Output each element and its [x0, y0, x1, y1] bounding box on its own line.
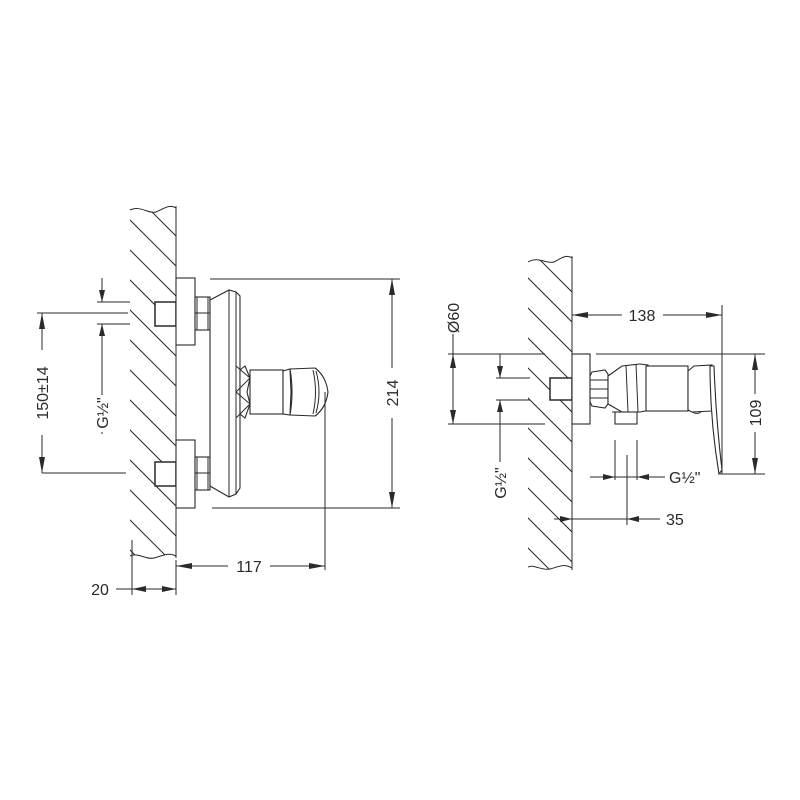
mixer-body-side [607, 363, 715, 425]
front-view: 214 150±14 G½" [35, 205, 402, 599]
dimension-wall-offset: 20 [91, 540, 177, 599]
inlet-pipe-upper [154, 301, 177, 327]
dim-label-214: 214 [385, 380, 402, 407]
cartridge-handle-front [235, 365, 329, 419]
dimension-inlet-thread-front: G½" [95, 278, 130, 434]
dim-label-35: 35 [666, 512, 684, 529]
dimension-outlet-offset: 35 [554, 455, 684, 529]
dim-label-g-half-outlet: G½" [669, 470, 700, 487]
hex-nut-upper [194, 296, 211, 331]
dimension-overall-height-side: 109 [596, 353, 765, 475]
lever-handle-side [709, 365, 723, 476]
dimension-flange-diameter: Ø60 [446, 303, 545, 425]
dimension-inlet-spacing: 150±14 [35, 312, 128, 474]
dimension-overall-depth: 138 [572, 305, 723, 474]
hex-nut-side [589, 369, 609, 409]
dim-label-138: 138 [629, 308, 656, 325]
flange-upper [175, 277, 196, 346]
mixer-body-front [209, 289, 241, 498]
inlet-pipe-side [549, 377, 573, 401]
flange-side [571, 353, 591, 425]
dim-label-20: 20 [91, 582, 109, 599]
dim-label-g-half-front: G½" [95, 397, 112, 428]
dim-label-109: 109 [748, 400, 765, 427]
dim-label-150: 150±14 [35, 366, 52, 419]
dimension-outlet-thread: G½" [590, 440, 700, 487]
inlet-pipe-lower [154, 461, 177, 487]
dimension-overall-height-front: 214 [210, 278, 402, 509]
dimension-projection: 117 [176, 392, 326, 576]
dim-label-diameter-60: Ø60 [446, 303, 463, 333]
dimension-inlet-thread-side: G½" [493, 354, 530, 499]
dim-label-g-half-side: G½" [493, 467, 510, 498]
wall-section-left [129, 205, 177, 559]
side-view: Ø60 G½" 138 109 [446, 255, 765, 570]
hex-nut-lower [194, 456, 211, 491]
dim-label-117: 117 [236, 559, 262, 576]
flange-lower [175, 439, 196, 509]
wall-section-right [527, 255, 573, 570]
